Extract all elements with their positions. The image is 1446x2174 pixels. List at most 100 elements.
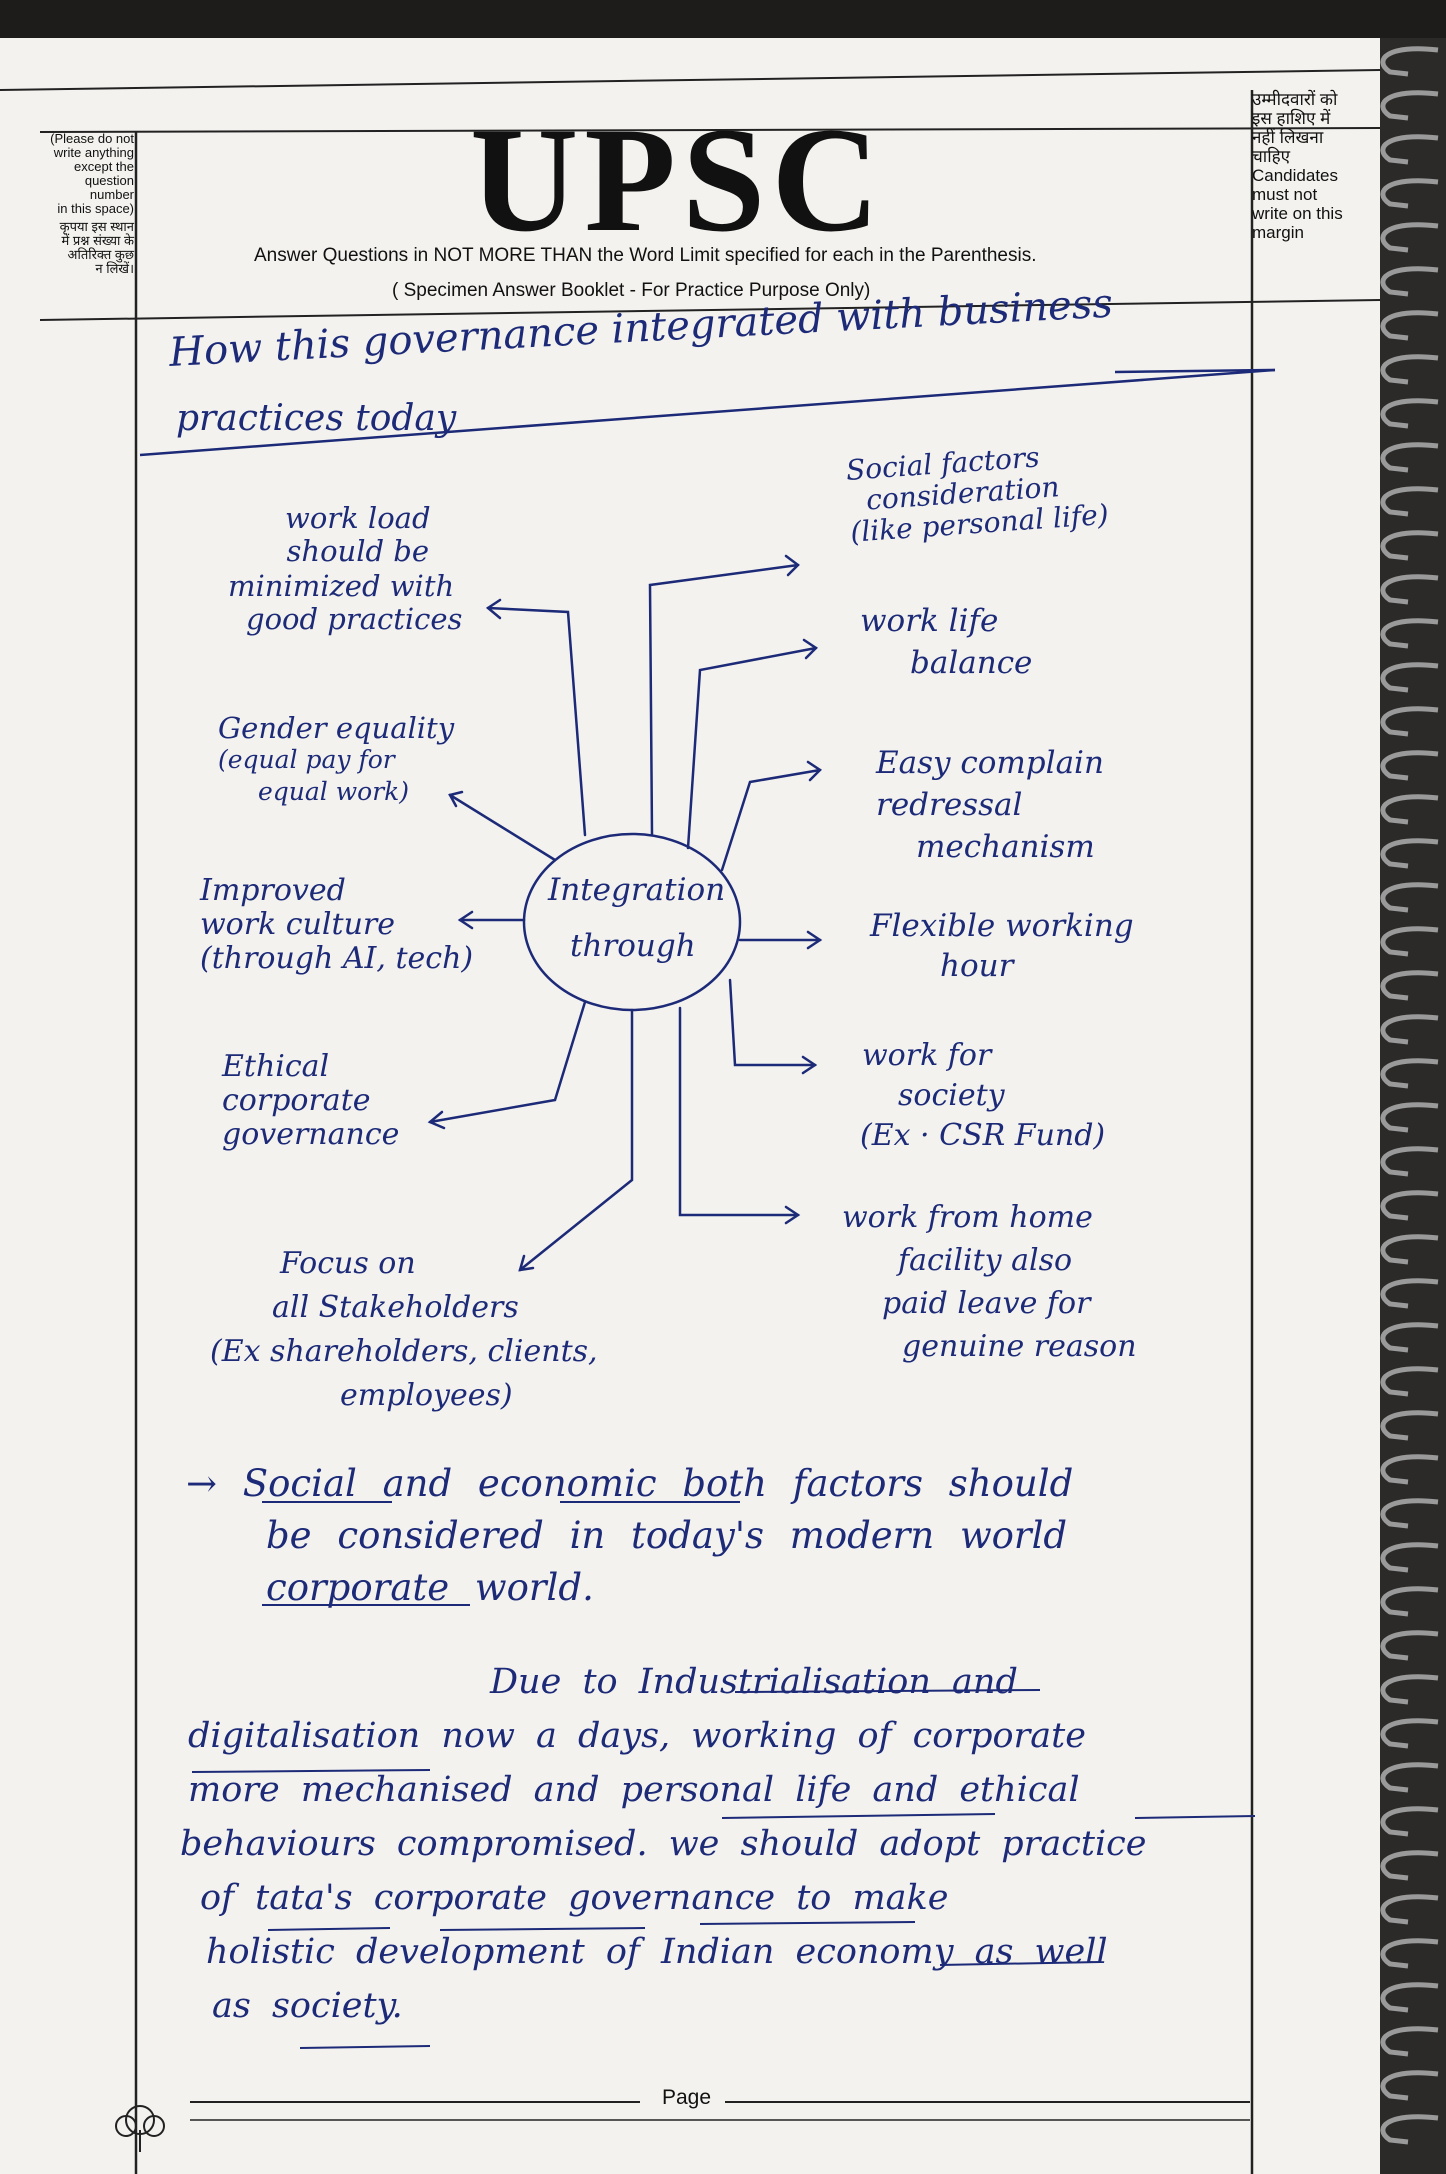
paragraph-line: of tata's corporate governance to make: [200, 1878, 949, 1918]
node-line: Flexible working: [870, 908, 1134, 944]
spiral-coil: [1380, 1322, 1439, 1353]
right-note-line: नहीं लिखना: [1252, 128, 1324, 147]
left-note-line: न लिखें।: [95, 261, 134, 276]
spiral-coil: [1380, 1894, 1439, 1925]
node-line: governance: [222, 1117, 400, 1152]
left-node-stakeholders: Focus on all Stakeholders (Ex shareholde…: [210, 1242, 598, 1418]
spiral-coil: [1380, 2026, 1439, 2057]
right-note-line: must not: [1252, 185, 1318, 204]
right-node-social: Social factors consideration (like perso…: [845, 437, 1110, 548]
node-line: facility also: [898, 1243, 1073, 1278]
spiral-coil: [1380, 1718, 1439, 1749]
spiral-coil: [1380, 882, 1439, 913]
conclusion-line: be considered in today's modern world: [266, 1514, 1068, 1557]
spiral-coil: [1380, 1190, 1439, 1221]
paragraph-line: as society.: [212, 1986, 403, 2026]
node-line: paid leave for: [882, 1286, 1091, 1321]
right-node-society: work for society (Ex · CSR Fund): [860, 1036, 1106, 1156]
spiral-coil: [1380, 1674, 1439, 1705]
paragraph-line: behaviours compromised. we should adopt …: [180, 1824, 1147, 1864]
spiral-coil: [1380, 1454, 1439, 1485]
node-line: mechanism: [916, 829, 1095, 865]
spiral-coil: [1380, 222, 1439, 253]
top-background: [0, 0, 1446, 38]
spiral-coil: [1380, 266, 1439, 297]
paragraph-line: digitalisation now a days, working of co…: [188, 1716, 1086, 1756]
left-node-workload-cont: minimized with good practices: [228, 570, 462, 636]
node-line: (Ex · CSR Fund): [860, 1118, 1106, 1153]
spiral-coil: [1380, 46, 1439, 77]
node-line: balance: [910, 645, 1033, 681]
paragraph-line: Due to Industrialisation and: [490, 1662, 1018, 1702]
right-note-line: margin: [1252, 223, 1304, 242]
left-node-gender: Gender equality (equal pay for equal wor…: [218, 712, 454, 808]
center-node-line-1: Integration: [548, 872, 726, 908]
spiral-coil: [1380, 90, 1439, 121]
left-note-line: in this space): [57, 201, 134, 216]
right-note-line: Candidates: [1252, 166, 1339, 185]
spiral-coil: [1380, 926, 1439, 957]
spiral-coil: [1380, 1014, 1439, 1045]
spiral-coil: [1380, 1234, 1439, 1265]
spiral-coil: [1380, 574, 1439, 605]
node-line: Gender equality: [218, 711, 455, 745]
conclusion-block: → Social and economic both factors shoul…: [186, 1458, 1073, 1614]
node-line: should be: [286, 534, 429, 568]
center-node-line-2: through: [570, 928, 696, 964]
header-left-note: (Please do not write anything except the…: [40, 132, 134, 320]
right-note-line: उम्मीदवारों को: [1252, 90, 1338, 109]
node-line: equal work): [258, 777, 410, 806]
left-node-ethical: Ethical corporate governance: [222, 1050, 399, 1152]
node-line: genuine reason: [902, 1329, 1137, 1364]
left-node-workload: work load should be: [285, 502, 431, 568]
spiral-coil: [1380, 134, 1439, 165]
left-node-culture: Improved work culture (through AI, tech): [200, 874, 473, 976]
node-line: redressal: [876, 787, 1023, 823]
spiral-coil: [1380, 618, 1439, 649]
conclusion-line: corporate world.: [266, 1566, 594, 1609]
right-note-line: चाहिए: [1252, 147, 1291, 166]
node-line: employees): [340, 1378, 513, 1413]
right-note-line: इस हाशिए में: [1252, 109, 1331, 128]
left-note-hi: कृपया इस स्थान में प्रश्न संख्या के अतिर…: [40, 220, 134, 276]
spiral-coil: [1380, 398, 1439, 429]
spiral-coil: [1380, 794, 1439, 825]
left-note-line: कृपया इस स्थान: [59, 219, 134, 234]
left-note-en: (Please do not write anything except the…: [40, 132, 134, 216]
spiral-coil: [1380, 530, 1439, 561]
right-note-line: write on this: [1252, 204, 1343, 223]
node-line: Focus on: [280, 1246, 416, 1281]
spiral-coil: [1380, 1586, 1439, 1617]
spiral-coil: [1380, 442, 1439, 473]
spiral-coil: [1380, 1102, 1439, 1133]
spiral-coil: [1380, 970, 1439, 1001]
spiral-coil: [1380, 1542, 1439, 1573]
spiral-coil: [1380, 1146, 1439, 1177]
spiral-coil: [1380, 1498, 1439, 1529]
node-line: Ethical: [222, 1049, 330, 1084]
conclusion-line: → Social and economic both factors shoul…: [186, 1462, 1074, 1505]
node-line: work culture: [200, 907, 395, 942]
node-line: minimized with: [228, 569, 455, 603]
node-line: Improved: [200, 873, 346, 908]
spiral-coil: [1380, 486, 1439, 517]
spiral-coil: [1380, 1938, 1439, 1969]
left-note-line: write anything: [53, 145, 134, 160]
spiral-coil: [1380, 1850, 1439, 1881]
spiral-coil: [1380, 1058, 1439, 1089]
spiral-coil: [1380, 1278, 1439, 1309]
header-right-note: उम्मीदवारों को इस हाशिए में नहीं लिखना च…: [1252, 90, 1364, 270]
node-line: (through AI, tech): [200, 941, 474, 976]
node-line: society: [898, 1078, 1005, 1113]
spiral-coil: [1380, 178, 1439, 209]
node-line: (Ex shareholders, clients,: [210, 1334, 598, 1369]
spiral-coil: [1380, 310, 1439, 341]
spiral-coil: [1380, 706, 1439, 737]
paragraph-block: Due to Industrialisation and digitalisat…: [180, 1655, 1146, 2033]
booklet-subtitle: ( Specimen Answer Booklet - For Practice…: [392, 280, 871, 301]
node-line: work from home: [842, 1200, 1093, 1235]
spiral-coil: [1380, 662, 1439, 693]
spiral-coil: [1380, 1410, 1439, 1441]
node-line: work life: [860, 603, 999, 639]
